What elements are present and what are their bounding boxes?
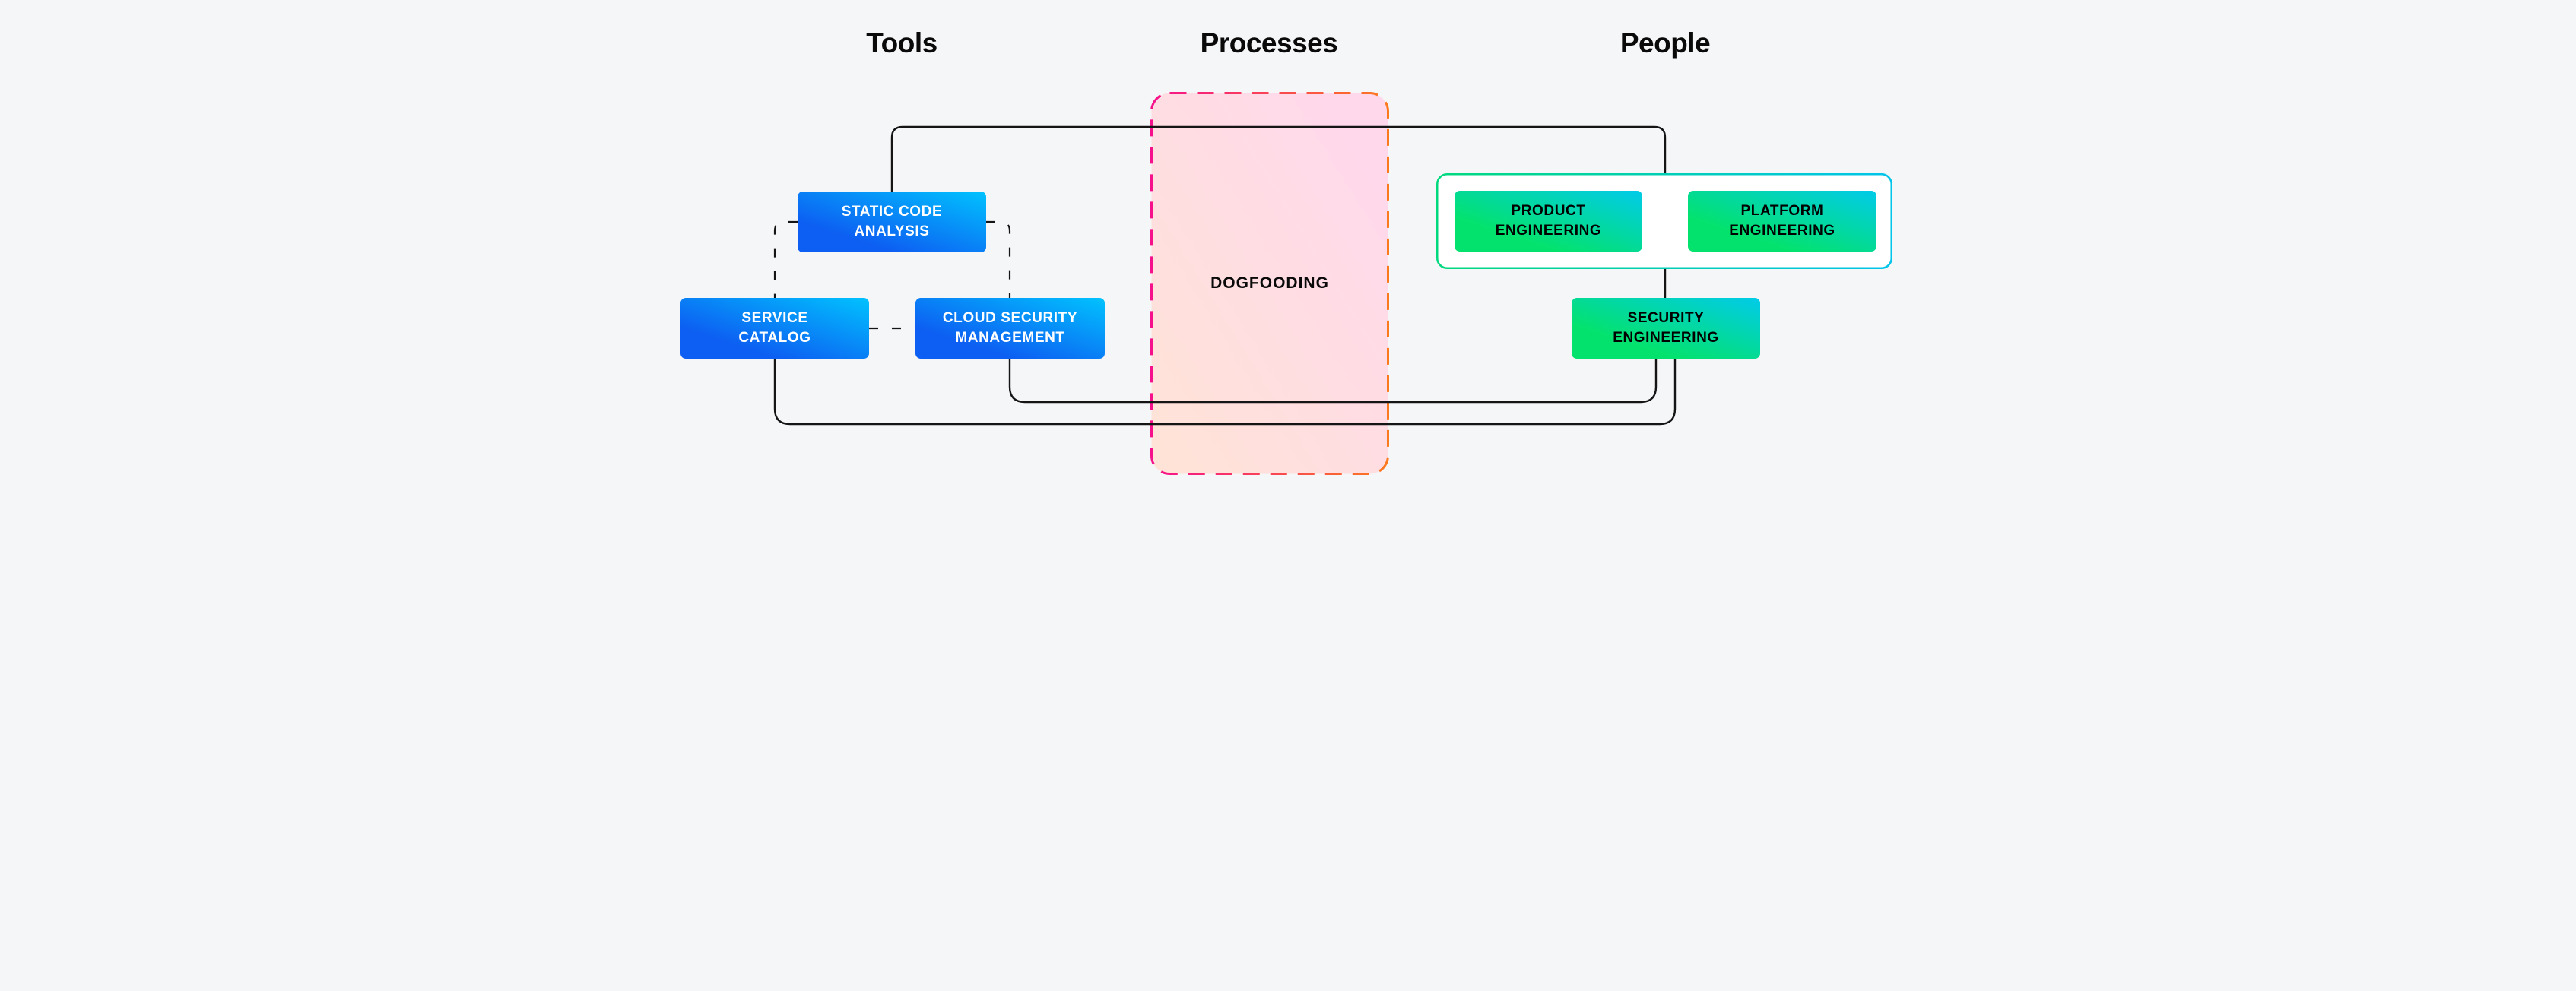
node-static-code-analysis: STATIC CODE ANALYSIS [798,192,986,252]
connector-outer-bottom-loop [773,359,1677,426]
dogfooding-label: DOGFOODING [1210,274,1329,292]
node-product-engineering: PRODUCT ENGINEERING [1455,191,1642,252]
connector-lines-layer [773,92,1677,475]
node-security-engineering: SECURITY ENGINEERING [1572,298,1760,359]
node-cloud-security-management: CLOUD SECURITY MANAGEMENT [915,298,1105,359]
connector-top-loop [890,125,1667,298]
node-service-catalog: SERVICE CATALOG [680,298,869,359]
connector-inner-bottom-loop [1008,359,1658,404]
node-platform-engineering: PLATFORM ENGINEERING [1688,191,1876,252]
column-header-people: People [1620,27,1711,59]
diagram-canvas: DOGFOODING Tools Processes People STATIC… [644,0,1932,496]
column-header-processes: Processes [1200,27,1338,59]
column-header-tools: Tools [866,27,937,59]
connector-dashed-static-cloud [986,220,1011,298]
connector-dashed-static-service [773,220,798,298]
dogfooding-zone [1150,92,1389,475]
